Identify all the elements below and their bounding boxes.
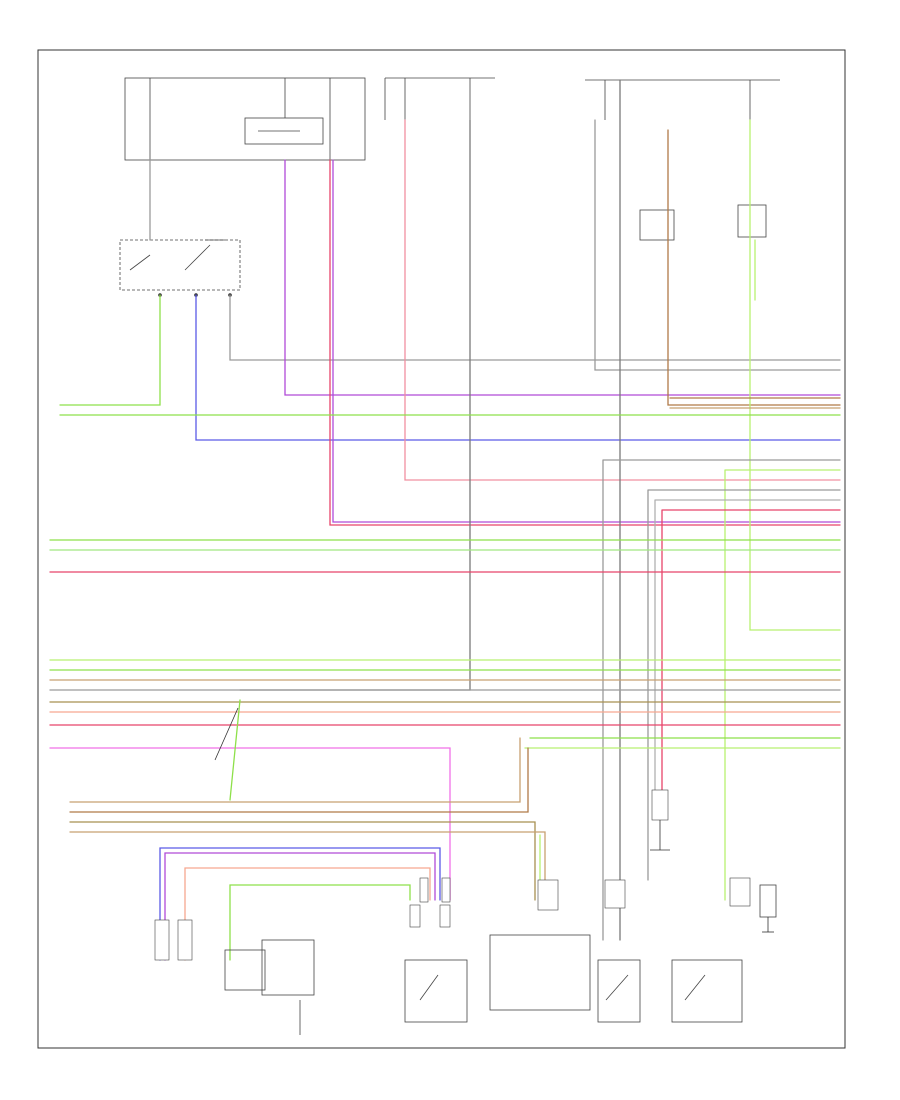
wire-lime-harness-b [724, 469, 841, 901]
wire-violet-parallel [332, 159, 841, 523]
diagram-frame [37, 49, 846, 1049]
left-bottom-component [224, 949, 266, 991]
coil-connector [651, 789, 669, 821]
wire-red-harness-e [661, 509, 841, 791]
wire-green-bottom [229, 884, 411, 961]
fuel-pump-relay [404, 959, 468, 1023]
wire-pink-center [404, 119, 841, 481]
horizontal-wires [49, 397, 841, 901]
wire-gray-center [239, 119, 471, 691]
wire-gray-switch [229, 294, 841, 361]
wire-gray-harness-a [602, 459, 841, 941]
wire-green-switch [59, 294, 161, 406]
wire-salmon-bottom [184, 867, 431, 961]
wire-magenta-low-10 [49, 747, 451, 901]
wire-violet-bottom [164, 852, 436, 961]
top-right-fuse-group [585, 79, 780, 120]
wire-gray-harness-d [654, 499, 841, 791]
cooling-relay [671, 959, 743, 1023]
top-center-fuse-group [384, 77, 495, 120]
bottom-section [154, 789, 777, 1035]
wire-lime-right [749, 119, 841, 631]
wire-brown-right [667, 129, 841, 406]
wire-blue-bottom [159, 847, 441, 961]
wire-red-fuse [329, 159, 841, 526]
wire-blue-switch [195, 294, 841, 441]
vertical-wires [59, 79, 841, 941]
left-bottom-connector [154, 919, 170, 961]
wire-gray-right-1 [594, 119, 841, 371]
right-bottom-sensor [759, 884, 777, 918]
wire-violet-fuse [284, 159, 841, 396]
top-fuse-box [124, 77, 366, 161]
ev-relay [597, 959, 641, 1023]
center-module [489, 934, 591, 1011]
wire-gray-harness-c [647, 489, 841, 881]
lower-harness-bundle [69, 699, 546, 901]
switch-assembly [119, 239, 241, 297]
upper-right-relay [639, 204, 767, 241]
